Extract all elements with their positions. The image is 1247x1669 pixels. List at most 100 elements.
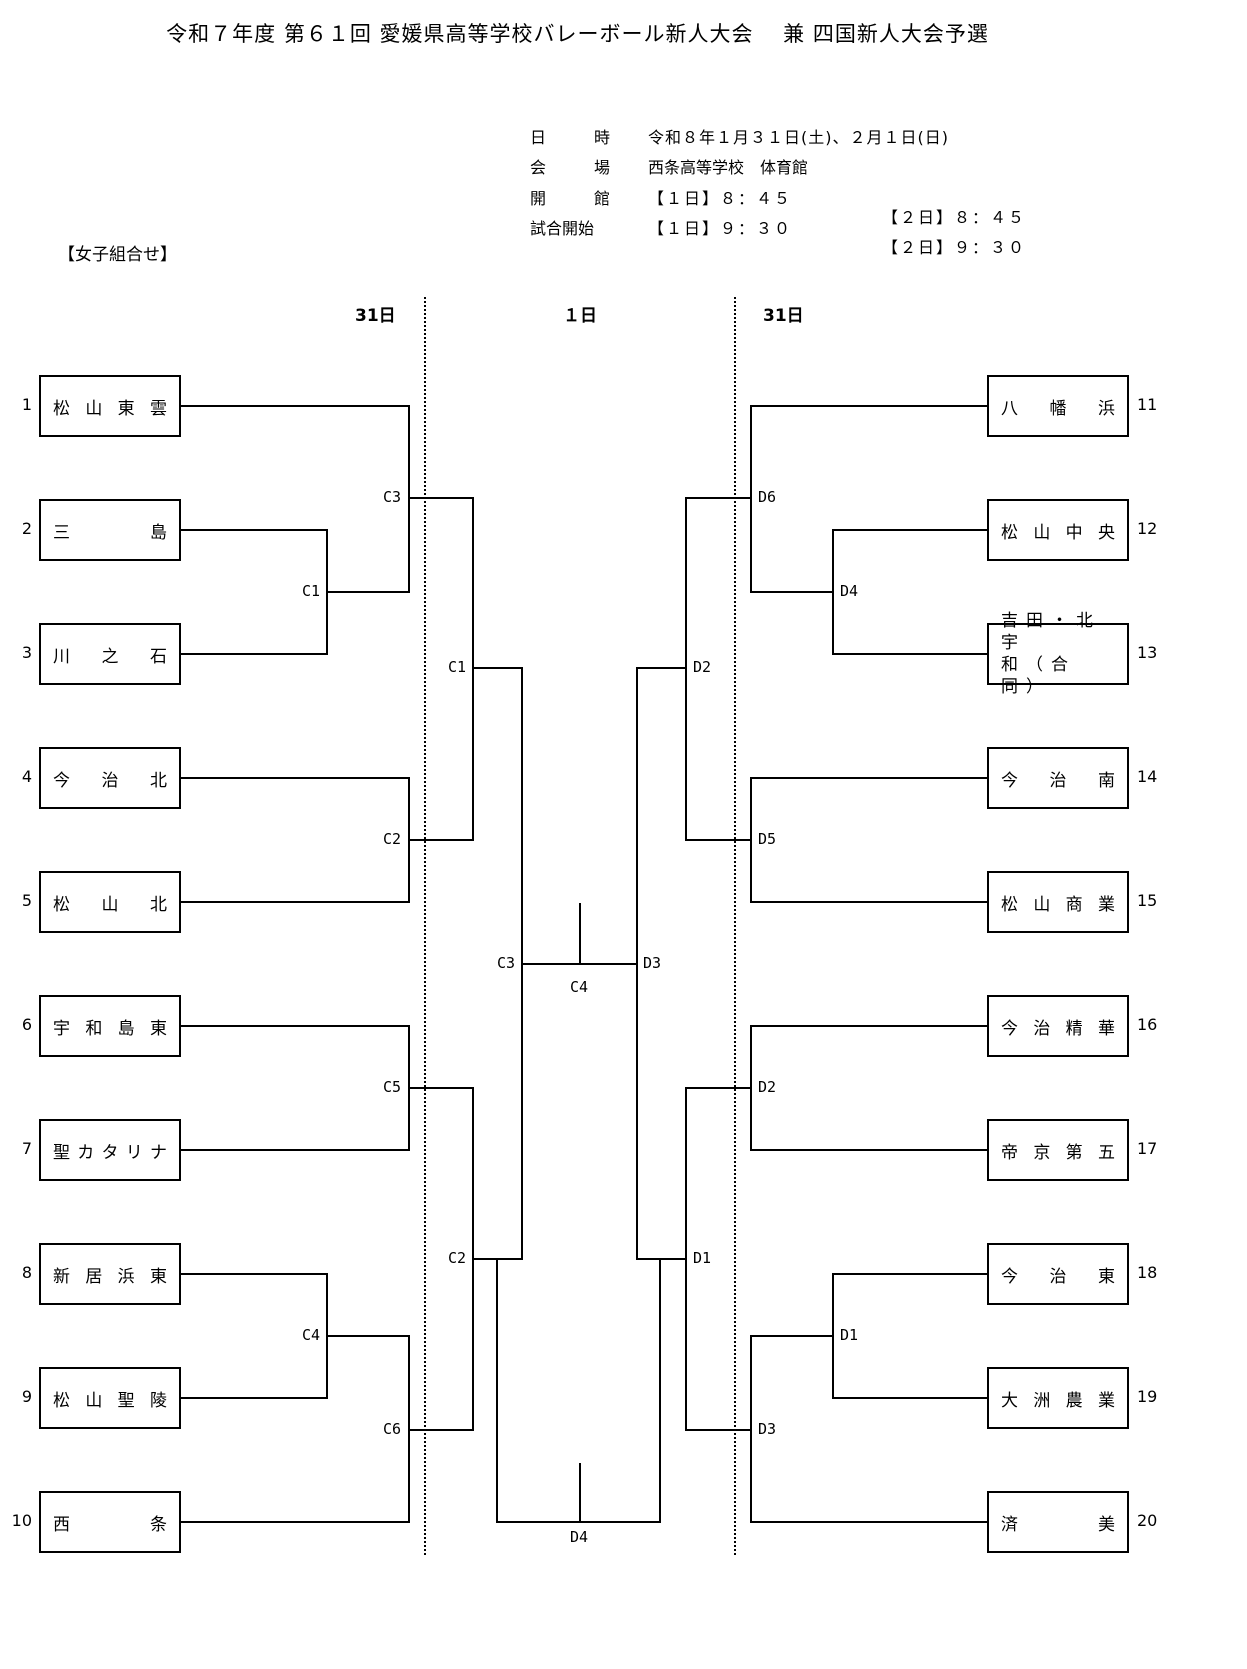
team-name: 今治東 [1001,1262,1115,1287]
day-divider-right [734,297,736,1555]
day-header-center: １日 [563,306,597,326]
match-label: C2 [383,830,402,848]
team-name: 松山中央 [1001,518,1115,543]
team-name-char: 北 [150,770,167,791]
team-box: 八幡浜 [987,375,1129,437]
team-name-char: 済 [1001,1514,1018,1535]
team-name-char: 大 [1001,1390,1018,1411]
seed-number: 18 [1137,1263,1158,1282]
team-box: 大洲農業 [987,1367,1129,1429]
day-header-right: 31日 [763,306,804,326]
info-label: 試合開始 [530,219,595,238]
team-name-char: 精 [1065,1018,1083,1039]
team-name-char: 松 [1001,522,1018,543]
team-name-char: ナ [150,1142,167,1163]
team-name-char: 之 [101,646,119,667]
team-name-char: 松 [1001,894,1018,915]
match-label: D4 [840,582,859,600]
team-name-char: 幡 [1049,398,1067,419]
team-name-char: 治 [101,770,119,791]
team-name-char: 山 [85,398,103,419]
team-name: 吉田・北宇和（合同） [1001,610,1115,698]
team-name-char: 帝 [1001,1142,1018,1163]
bracket-line-left-c1-r1 [180,529,328,655]
info-value-day2: 【２日】８：４５ [882,208,1027,227]
team-name-char: 北 [150,894,167,915]
team-name: 宇和島東 [53,1014,167,1039]
team-name: 今治精華 [1001,1014,1115,1039]
team-box: 聖カタリナ [39,1119,181,1181]
match-label: D2 [758,1078,777,1096]
seed-number: 10 [11,1511,32,1530]
bracket-line-left-c3-r2 [180,405,410,593]
info-label: 開館 [530,189,610,208]
team-name-char: カ [77,1142,95,1163]
team-name-char: 山 [1033,894,1051,915]
info-row-venue: 会場 西条高等学校 体育館 [530,116,808,177]
info-row-open: 開館 【１日】８：４５ 【２日】８：４５ [530,147,1024,227]
match-label: C3 [497,954,516,972]
match-label: D1 [840,1326,859,1344]
team-name-char: 山 [1033,522,1051,543]
team-name-char: 三 [53,522,70,543]
bracket-line-left-c6-r2 [180,1335,410,1523]
team-name-char: 商 [1065,894,1083,915]
team-name-char: 東 [1098,1266,1115,1287]
team-name: 聖カタリナ [53,1138,167,1163]
team-name-char: 松 [53,398,70,419]
team-name: 八幡浜 [1001,394,1115,419]
team-name-char: 洲 [1033,1390,1051,1411]
bracket-line-right-d6-r2 [750,405,988,593]
day-divider-left [424,297,426,1555]
team-name: 新居浜東 [53,1262,167,1287]
team-name: 松山商業 [1001,890,1115,915]
bracket-line-right-d1-r3 [685,1087,751,1431]
team-box: 今治南 [987,747,1129,809]
info-label: 日時 [530,128,610,147]
team-box: 川之石 [39,623,181,685]
team-name: 三島 [53,518,167,543]
team-box: 済美 [987,1491,1129,1553]
info-label: 会場 [530,158,610,177]
team-name-char: 島 [117,1018,135,1039]
team-name-char: 南 [1098,770,1115,791]
team-name-char: 和 [85,1018,103,1039]
seed-number: 9 [21,1387,32,1406]
team-name-char: 治 [1049,770,1067,791]
team-box: 松山北 [39,871,181,933]
team-box: 三島 [39,499,181,561]
team-name: 今治南 [1001,766,1115,791]
match-label: D5 [758,830,777,848]
seed-number: 6 [21,1015,32,1034]
seed-number: 7 [21,1139,32,1158]
match-label: D6 [758,488,777,506]
team-box: 松山中央 [987,499,1129,561]
team-box: 松山聖陵 [39,1367,181,1429]
team-name-char: 川 [53,646,70,667]
bracket-line-right-d3-r2 [750,1335,988,1523]
team-name-char: 業 [1097,1390,1115,1411]
seed-number: 3 [21,643,32,662]
info-row-start: 試合開始 【１日】９：３０ 【２日】９：３０ [530,177,1024,257]
team-name-char: 宇 [53,1018,70,1039]
team-name: 帝京第五 [1001,1138,1115,1163]
match-label: C6 [383,1420,402,1438]
team-name-char: 農 [1065,1390,1083,1411]
team-name: 松山東雲 [53,394,167,419]
section-title: 【女子組合せ】 [58,245,177,265]
team-box: 宇和島東 [39,995,181,1057]
team-name-char: リ [125,1142,143,1163]
team-name-char: 央 [1097,522,1115,543]
bracket-line-left-c5-r2 [180,1025,410,1151]
team-box: 松山東雲 [39,375,181,437]
info-row-datetime: 日時 令和８年１月３１日(土)、２月１日(日) [530,86,948,147]
team-name-char: 松 [53,1390,70,1411]
seed-number: 5 [21,891,32,910]
team-name: 今治北 [53,766,167,791]
team-name-char: 条 [150,1514,167,1535]
page-title: 令和７年度 第６１回 愛媛県高等学校バレーボール新人大会 兼 四国新人大会予選 [166,22,989,46]
match-label: D3 [758,1420,777,1438]
team-box: 新居浜東 [39,1243,181,1305]
team-name-char: 業 [1097,894,1115,915]
team-name-char: 五 [1097,1142,1115,1163]
